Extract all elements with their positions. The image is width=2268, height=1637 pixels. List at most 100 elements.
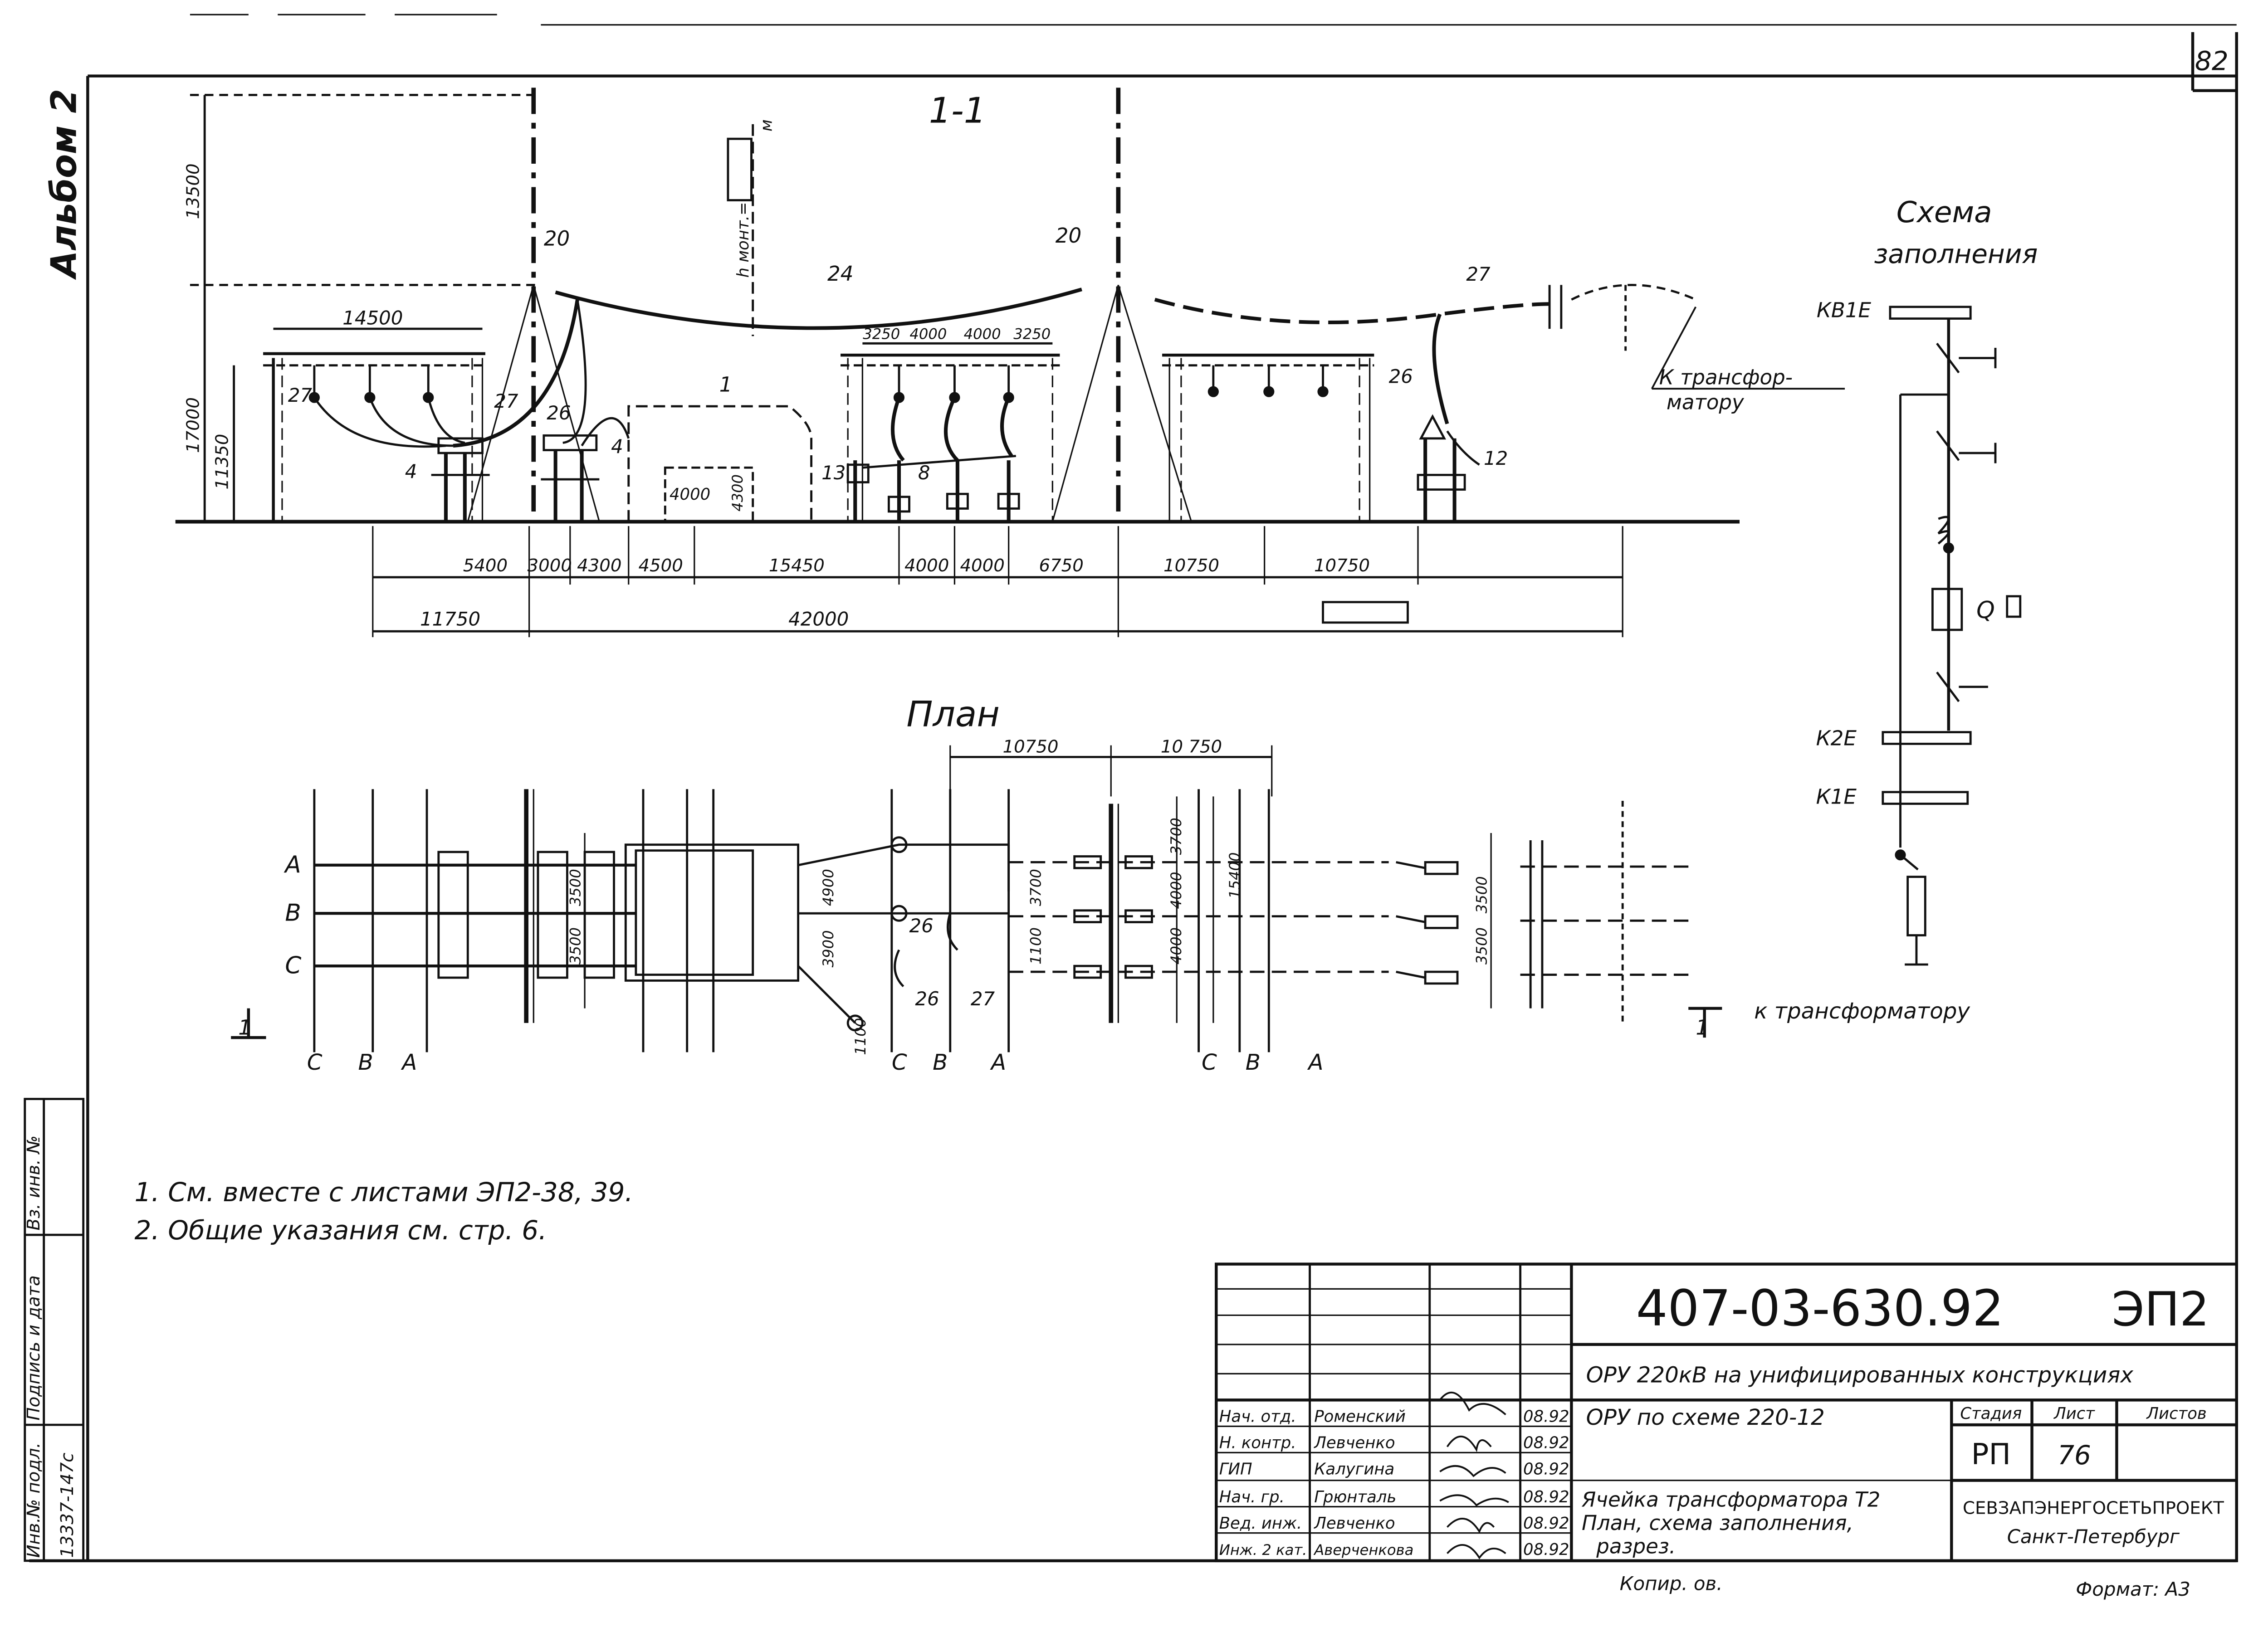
dim-4000-b: 4000 xyxy=(960,555,1004,576)
phase-a-b1: А xyxy=(401,1050,417,1075)
to-transformer-leader xyxy=(1651,306,1697,390)
dim-3000: 3000 xyxy=(528,555,572,576)
name-4: Грюнталь xyxy=(1314,1488,1396,1506)
section-title: 1-1 xyxy=(929,91,986,132)
date-1: 08.92 xyxy=(1523,1408,1569,1426)
dim-4000-a: 4000 xyxy=(904,555,949,576)
callout-24: 24 xyxy=(827,262,853,286)
name-1: Роменский xyxy=(1314,1408,1406,1426)
role-3: ГИП xyxy=(1219,1460,1252,1479)
plan-dim-3500-c: 3500 xyxy=(1473,876,1490,913)
phase-c-left: С xyxy=(285,952,301,979)
title-block-frame xyxy=(1215,1262,2238,1563)
date-3: 08.92 xyxy=(1523,1460,1569,1479)
callout-20-b: 20 xyxy=(1056,224,1081,248)
plan-dim-3700-a: 3700 xyxy=(1027,869,1045,906)
plan-dim-15400: 15400 xyxy=(1226,852,1243,898)
plan-dim-3500-d: 3500 xyxy=(1473,927,1490,965)
plan-title: План xyxy=(906,694,1000,735)
plan-dim-3900: 3900 xyxy=(820,930,837,967)
sheet-header: Лист xyxy=(2053,1404,2095,1423)
stamp-vz-label: Вз. инв. № xyxy=(24,1135,44,1231)
album-label: Альбом 2 xyxy=(44,89,85,280)
plan-dim-4000-a: 4000 xyxy=(1168,872,1185,909)
plan-callout-27: 27 xyxy=(971,988,995,1010)
callout-26-b: 26 xyxy=(1389,365,1413,387)
drawing-title-1: Ячейка трансформатора Т2 xyxy=(1581,1488,1880,1512)
name-6: Аверченкова xyxy=(1313,1541,1413,1559)
plan-labels: А В С С В А С В А С В А 10750 10 750 350… xyxy=(238,737,1970,1075)
box-dim-b: 4300 xyxy=(729,474,746,512)
date-2: 08.92 xyxy=(1523,1434,1569,1452)
scheme-k1e: К1Е xyxy=(1816,784,1857,809)
dim-17000: 17000 xyxy=(183,397,203,453)
stamp-sign-label: Подпись и дата xyxy=(24,1275,44,1420)
dim-11350: 11350 xyxy=(212,434,233,490)
plan-dim-3500-b: 3500 xyxy=(567,927,584,965)
box-dim-a: 4000 xyxy=(670,485,710,504)
scheme-title-2: заполнения xyxy=(1874,239,2038,269)
plan-callout-26-a: 26 xyxy=(909,915,934,937)
plan-callout-26-b: 26 xyxy=(915,988,939,1010)
h-mont-label: h монт.= xyxy=(734,202,753,278)
sheets-header: Листов xyxy=(2146,1404,2206,1423)
dim-10750-a: 10750 xyxy=(1163,555,1219,576)
single-line-scheme xyxy=(1882,306,2022,966)
dim-14500: 14500 xyxy=(342,307,403,329)
dim-small-3: 4000 xyxy=(964,326,1001,343)
callout-27-b: 27 xyxy=(494,390,518,412)
scheme-kbie: КВ1Е xyxy=(1817,298,1872,322)
phase-a-left: А xyxy=(284,851,301,878)
phase-c-b3: С xyxy=(1202,1050,1217,1075)
note-1: 1. См. вместе с листами ЭП2-38, 39. xyxy=(134,1177,633,1208)
scheme-title-1: Схема xyxy=(1897,195,1992,229)
date-5: 08.92 xyxy=(1523,1514,1569,1533)
phase-c-b1: С xyxy=(307,1050,323,1075)
phase-c-b2: С xyxy=(892,1050,907,1075)
dim-5400: 5400 xyxy=(463,555,508,576)
plan-dim-1100-b: 1100 xyxy=(1027,927,1045,965)
plan-view xyxy=(231,745,1722,1052)
role-5: Вед. инж. xyxy=(1219,1514,1302,1533)
dim-15450: 15450 xyxy=(769,555,825,576)
stamp-inv-value: 13337-147с xyxy=(57,1452,78,1558)
callout-27-c: 27 xyxy=(1466,263,1491,285)
to-transformer-line2: матору xyxy=(1667,390,1745,414)
dim-13500: 13500 xyxy=(183,163,203,219)
stage-header: Стадия xyxy=(1960,1404,2022,1423)
left-stamp xyxy=(24,1098,85,1562)
date-4: 08.92 xyxy=(1523,1488,1569,1506)
callout-12: 12 xyxy=(1484,447,1508,469)
phase-b-b1: В xyxy=(358,1050,373,1075)
sheet-code: ЭП2 xyxy=(2112,1282,2209,1337)
section-mark-left: 1 xyxy=(238,1016,251,1040)
plan-dim-3700-b: 3700 xyxy=(1168,818,1185,855)
doc-code: 407-03-630.92 xyxy=(1636,1279,2004,1337)
name-2: Левченко xyxy=(1313,1434,1395,1452)
org-city: Санкт-Петербург xyxy=(2007,1525,2180,1548)
dim-6750: 6750 xyxy=(1039,555,1083,576)
org-name: СЕВЗАПЭНЕРГОСЕТЬПРОЕКТ xyxy=(1963,1498,2224,1519)
date-6: 08.92 xyxy=(1523,1540,1569,1559)
phase-b-left: В xyxy=(285,899,301,926)
project-title: ОРУ 220кВ на унифицированных конструкция… xyxy=(1586,1363,2134,1388)
role-6: Инж. 2 кат. xyxy=(1219,1541,1307,1559)
role-2: Н. контр. xyxy=(1219,1434,1296,1452)
signature-scribbles xyxy=(1439,1392,1509,1559)
stage-value: РП xyxy=(1971,1437,2011,1471)
scheme-k2e: К2Е xyxy=(1816,726,1857,750)
note-2: 2. Общие указания см. стр. 6. xyxy=(134,1215,547,1246)
sheet-number: 82 xyxy=(2195,46,2229,77)
callout-13: 13 xyxy=(821,462,846,484)
signature-table: Нач. отд. Н. контр. ГИП Нач. гр. Вед. ин… xyxy=(1219,1408,1569,1559)
to-transformer-line1: К трансфор- xyxy=(1659,365,1793,390)
plan-dim-1100-a: 1100 xyxy=(852,1018,869,1055)
phase-b-b2: В xyxy=(933,1050,948,1075)
callout-26-a: 26 xyxy=(547,402,571,424)
callout-4-b: 4 xyxy=(611,435,623,458)
section-mark-right: 1 xyxy=(1696,1016,1709,1040)
plan-dim-3500-a: 3500 xyxy=(567,869,584,906)
role-1: Нач. отд. xyxy=(1219,1408,1296,1426)
callout-1: 1 xyxy=(719,373,733,397)
